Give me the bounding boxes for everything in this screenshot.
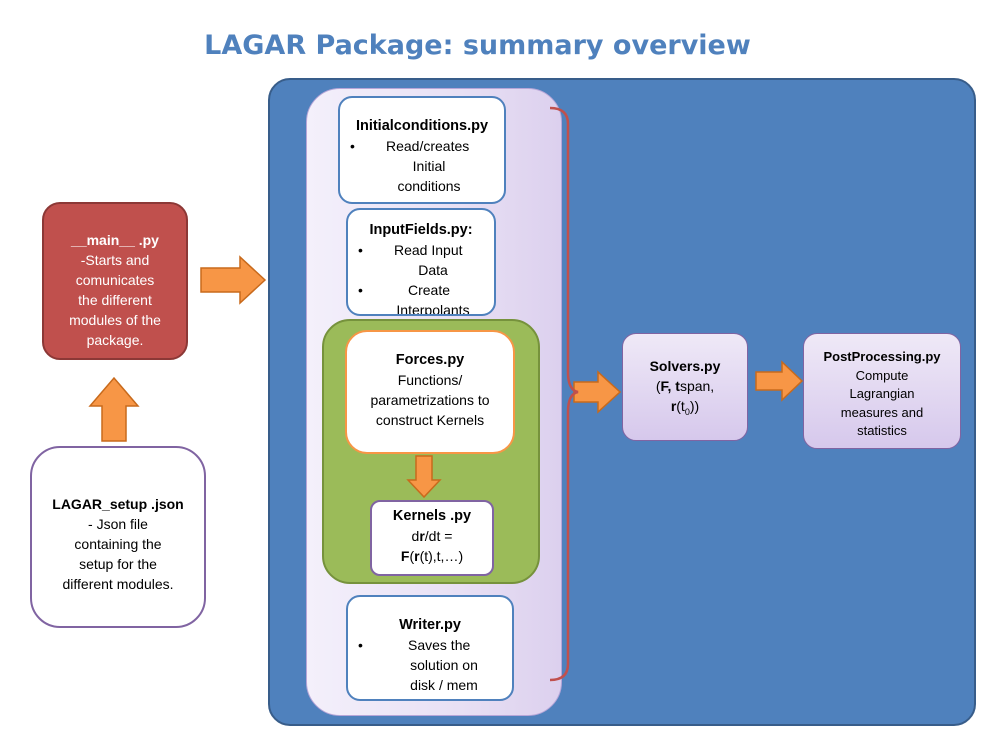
setup-line-3: setup for the <box>79 556 157 572</box>
postprocessing-line-1: Compute <box>855 367 909 383</box>
solvers-args-line-1: (F, tspan, <box>655 378 715 394</box>
setup-line-2: containing the <box>74 536 162 552</box>
writer-name: Writer.py <box>399 617 461 633</box>
postprocessing-line-4: statistics <box>857 423 907 438</box>
writer-box: Writer.py Saves the solution on disk / m… <box>346 595 514 701</box>
forces-line-3: construct Kernels <box>375 412 485 428</box>
main-line-5: package. <box>86 332 144 348</box>
main-line-1: -Starts and <box>80 252 150 268</box>
kernels-box: Kernels .py dr/dt = F(r(t),t,…) <box>370 500 494 576</box>
initialconditions-box: Initialconditions.py Read/creates Initia… <box>338 96 506 204</box>
arrow-main-to-package <box>200 255 267 305</box>
solvers-name: Solvers.py <box>649 358 721 374</box>
arrow-setup-to-main <box>88 376 140 442</box>
postprocessing-name: PostProcessing.py <box>823 349 941 364</box>
inputfields-name: InputFields.py: <box>369 222 473 238</box>
forces-line-2: parametrizations to <box>370 392 490 408</box>
kernels-name: Kernels .py <box>392 508 472 524</box>
arrow-forces-to-kernels <box>406 455 442 499</box>
initialconditions-line-1: Initial <box>412 158 446 174</box>
arrow-modules-to-solvers <box>573 370 622 414</box>
modules-brace <box>549 106 579 682</box>
inputfields-bullet-1-cont: Data <box>418 262 448 278</box>
postprocessing-box: PostProcessing.py Compute Lagrangian mea… <box>803 333 961 449</box>
inputfields-bullet-2: Create <box>348 280 494 300</box>
solvers-box: Solvers.py (F, tspan, r(t0)) <box>622 333 748 441</box>
main-box: __main__ .py -Starts and comunicates the… <box>42 202 188 360</box>
forces-name: Forces.py <box>395 352 465 368</box>
setup-line-1: - Json file <box>88 516 148 532</box>
main-line-4: modules of the <box>69 312 161 328</box>
inputfields-box: InputFields.py: Read Input Data Create I… <box>346 208 496 316</box>
kernels-equation-line-1: dr/dt = <box>411 528 453 544</box>
writer-line-2: disk / mem <box>410 677 478 693</box>
kernels-equation-line-2: F(r(t),t,…) <box>400 548 464 564</box>
main-line-2: comunicates <box>75 272 155 288</box>
writer-line-1: solution on <box>410 657 478 673</box>
writer-bullet: Saves the <box>348 635 512 655</box>
setup-box: LAGAR_setup .json - Json file containing… <box>30 446 206 628</box>
postprocessing-line-3: measures and <box>840 404 924 420</box>
inputfields-bullet-2-cont: Interpolants <box>396 302 470 316</box>
initialconditions-name: Initialconditions.py <box>355 118 489 134</box>
forces-box: Forces.py Functions/ parametrizations to… <box>345 330 515 454</box>
solvers-args-line-2: r(t0)) <box>670 398 700 417</box>
inputfields-bullet-1: Read Input <box>348 240 494 260</box>
setup-line-4: different modules. <box>62 576 174 592</box>
diagram-title: LAGAR Package: summary overview <box>204 30 751 61</box>
postprocessing-line-2: Lagrangian <box>849 386 915 401</box>
initialconditions-bullet: Read/creates <box>340 136 504 156</box>
main-line-3: the different <box>78 292 152 308</box>
initialconditions-line-2: conditions <box>397 178 461 194</box>
main-name: __main__ .py <box>71 232 159 248</box>
arrow-solvers-to-postprocessing <box>755 360 804 402</box>
forces-line-1: Functions/ <box>397 372 463 388</box>
setup-name: LAGAR_setup .json <box>52 496 184 512</box>
